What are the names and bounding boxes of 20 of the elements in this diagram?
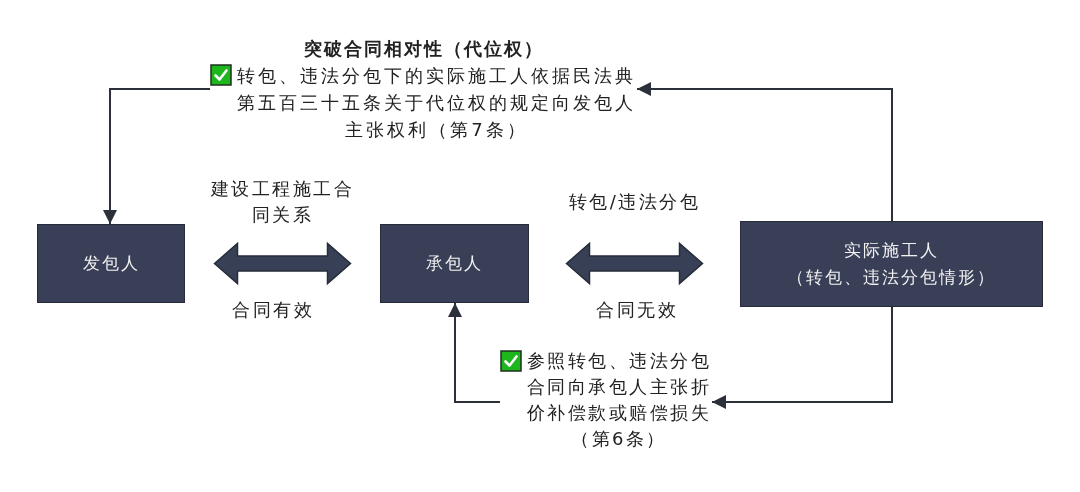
box-label: 实际施工人 bbox=[844, 239, 939, 262]
contract-status-label: 合同无效 bbox=[596, 297, 678, 322]
connector-arrow bbox=[103, 88, 211, 225]
box-label: 承包人 bbox=[426, 252, 483, 275]
party-box bbox=[380, 224, 529, 303]
note-text: 参照转包、违法分包合同向承包人主张折价补偿款或赔偿损失（第6条） bbox=[526, 349, 712, 451]
box-label: 发包人 bbox=[82, 252, 140, 275]
connector-arrow bbox=[448, 302, 501, 403]
box-label: （转包、违法分包情形） bbox=[787, 266, 996, 289]
party-box bbox=[740, 221, 1043, 307]
edge-label: 转包/违法分包 bbox=[567, 189, 702, 214]
note-heading: 突破合同相对性（代位权） bbox=[303, 37, 544, 61]
connector-arrow bbox=[636, 82, 893, 222]
block-arrow bbox=[213, 241, 352, 286]
connector-arrow bbox=[711, 306, 893, 409]
party-box bbox=[37, 224, 185, 303]
note-text: 转包、违法分包下的实际施工人依据民法典第五百三十五条关于代位权的规定向发包人主张权利（第7条） bbox=[236, 64, 637, 142]
contract-status-label: 合同有效 bbox=[232, 297, 314, 322]
block-arrow bbox=[565, 241, 704, 286]
edge-label: 建设工程施工合同关系 bbox=[209, 176, 356, 227]
